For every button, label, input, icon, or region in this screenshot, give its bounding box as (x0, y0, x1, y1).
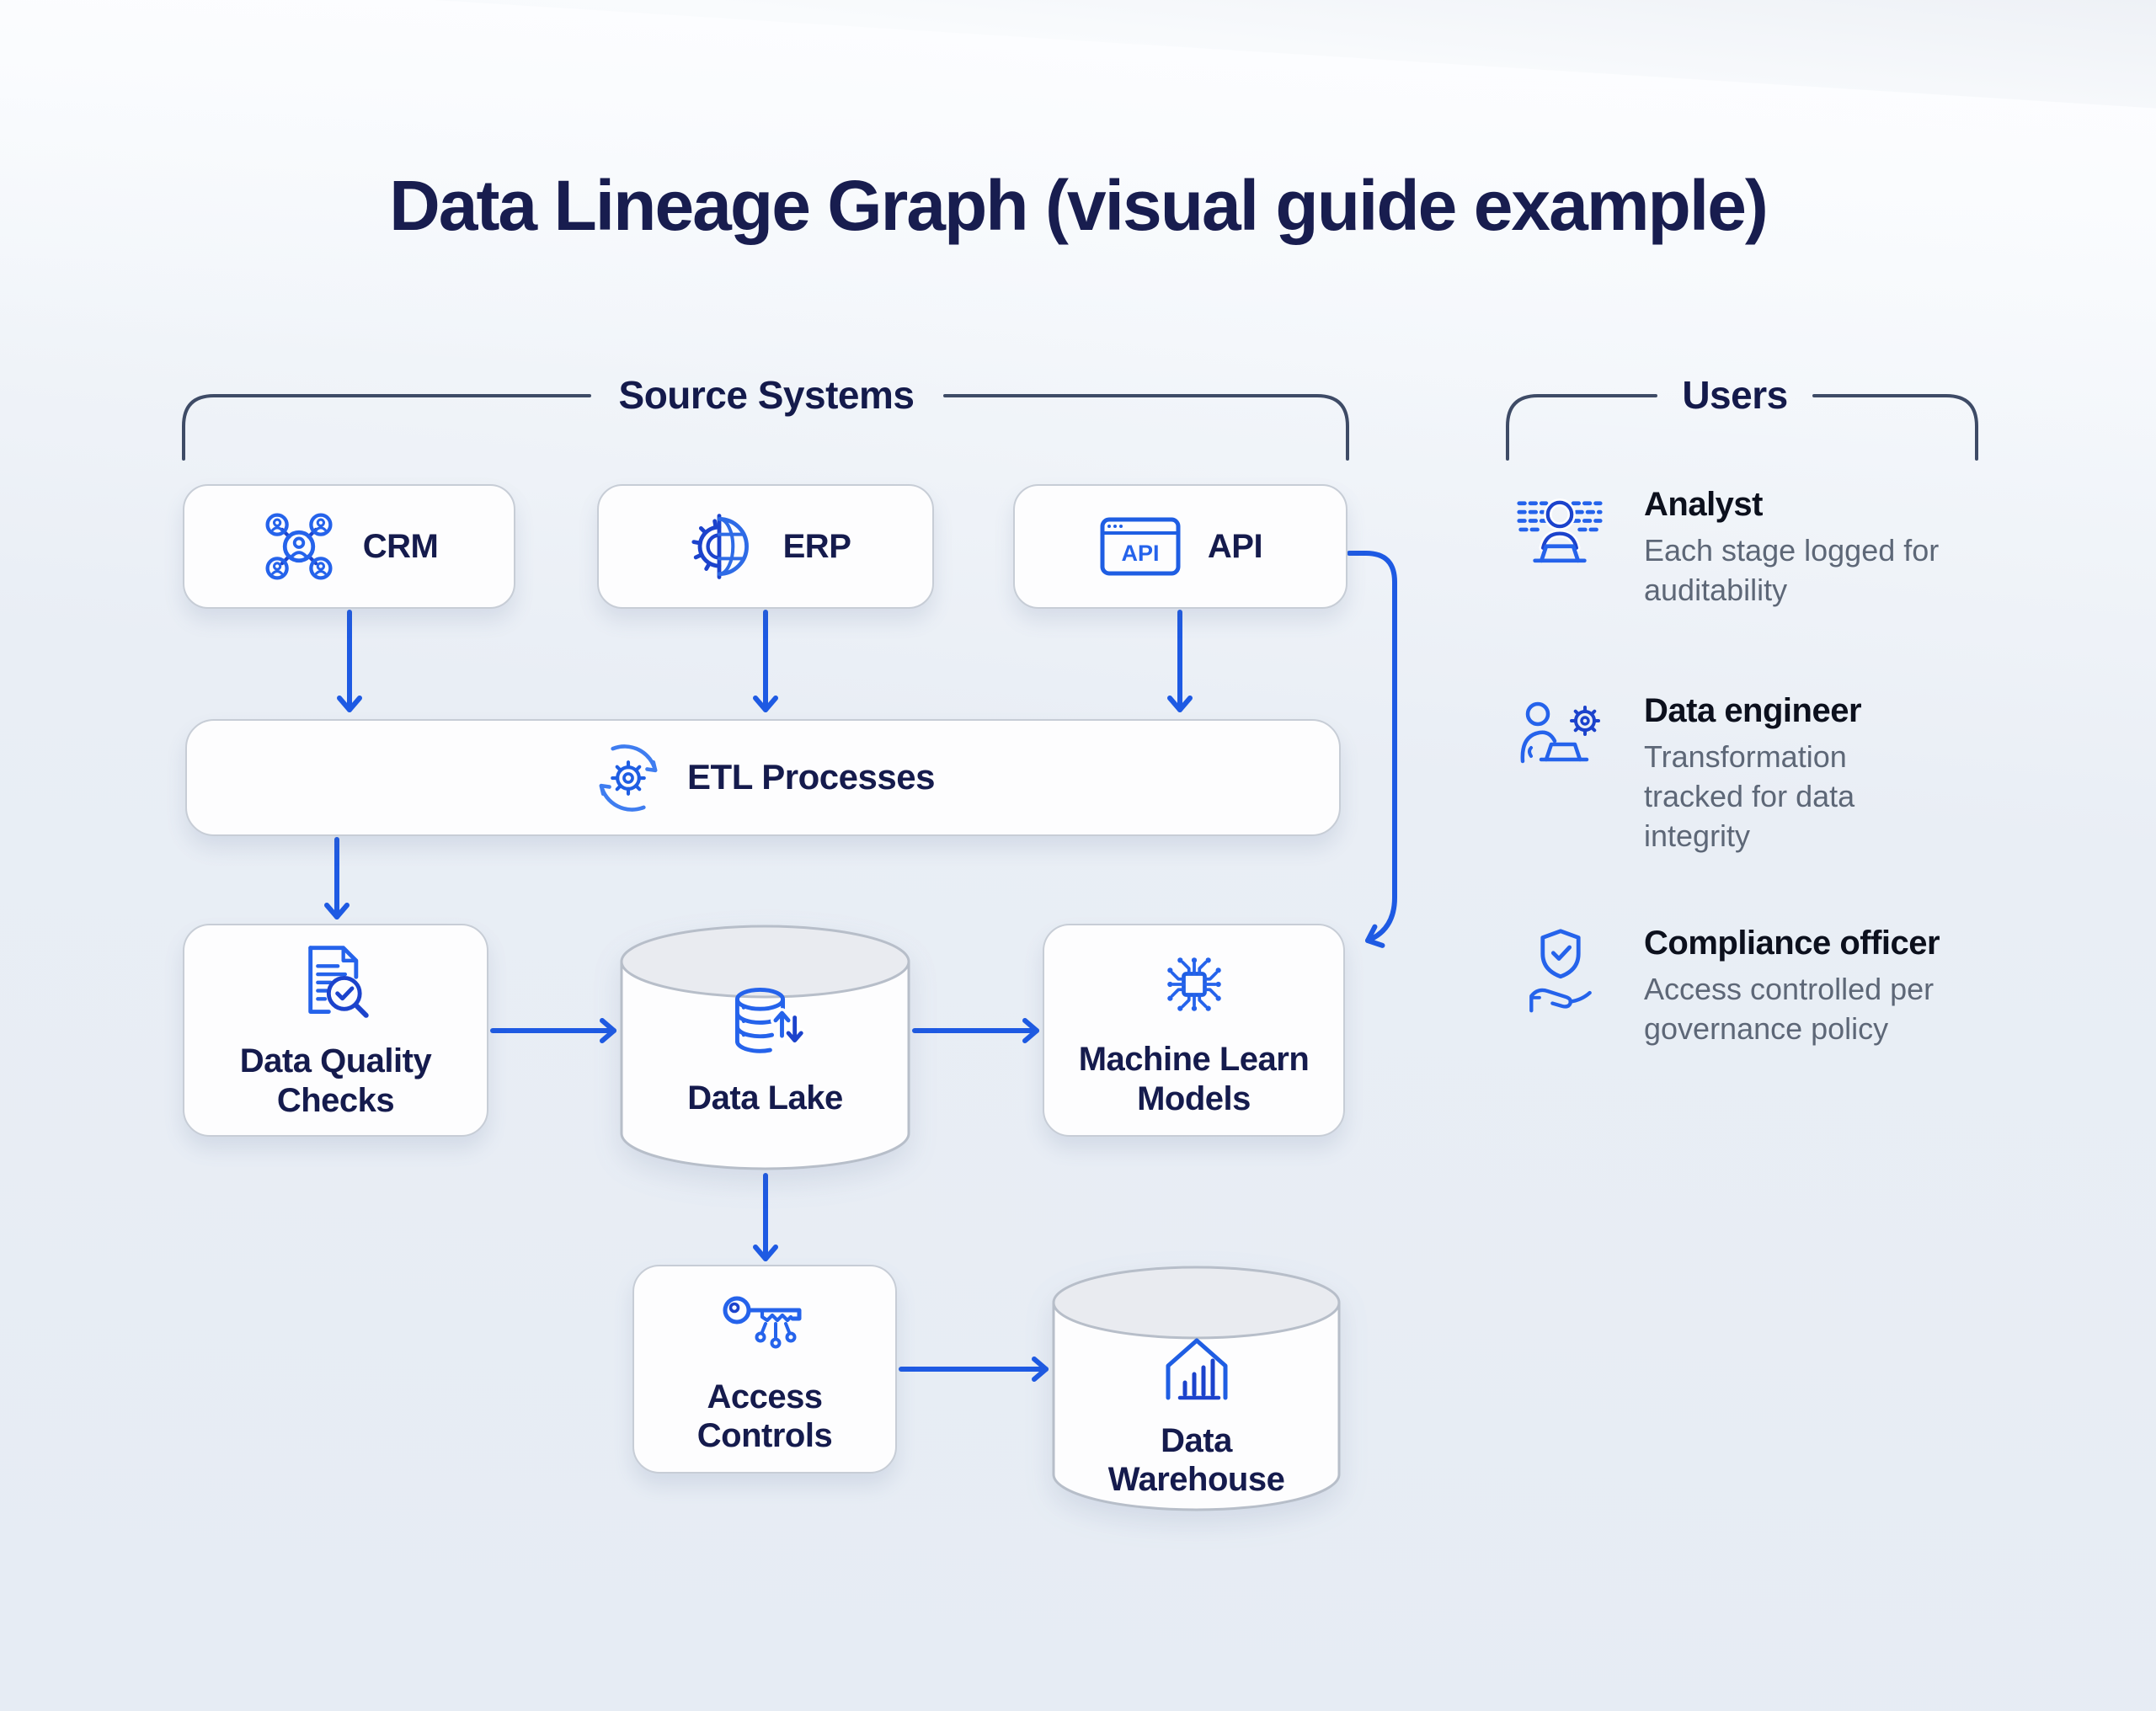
node-data-quality: Data Quality Checks (183, 924, 488, 1137)
page-title: Data Lineage Graph (visual guide example… (389, 166, 1769, 245)
node-data-lake: Data Lake (620, 924, 910, 1171)
node-data-quality-label: Data Quality Checks (239, 1042, 432, 1119)
node-crm-label: CRM (362, 527, 439, 565)
user-data-engineer: Data engineer Transformation tracked for… (1644, 692, 1972, 856)
node-erp: ERP (597, 484, 934, 609)
user-analyst: Analyst Each stage logged for auditabili… (1644, 486, 1972, 610)
node-etl: ETL Processes (185, 719, 1341, 836)
crm-icon (265, 513, 333, 580)
person-laptop-data-icon (1517, 498, 1603, 563)
source-systems-label: Source Systems (618, 373, 915, 417)
api-icon-text: API (1121, 541, 1159, 566)
node-api-label: API (1207, 527, 1263, 565)
node-api: API API (1013, 484, 1348, 609)
warehouse-chart-icon (1166, 1338, 1227, 1400)
node-ml-models: Machine Learn Models (1043, 924, 1345, 1137)
erp-icon (691, 514, 749, 579)
node-etl-label: ETL Processes (687, 757, 935, 797)
node-data-warehouse-label: Data Warehouse (1107, 1422, 1285, 1499)
data-quality-checks-icon (307, 946, 369, 1018)
node-ml-models-label: Machine Learn Models (1078, 1041, 1310, 1117)
data-lake-cylinder (620, 925, 910, 1170)
node-access-controls: Access Controls (632, 1265, 897, 1474)
users-label: Users (1682, 373, 1788, 417)
user-data-engineer-description: Transformation tracked for data integrit… (1644, 739, 1855, 854)
digital-key-icon (723, 1296, 802, 1349)
node-data-warehouse: Data Warehouse (1052, 1265, 1341, 1512)
data-lake-icon (734, 988, 806, 1053)
user-compliance-officer: Compliance officer Access controlled per… (1644, 925, 1972, 1048)
ai-chip-icon (1166, 957, 1221, 1011)
data-warehouse-cylinder (1052, 1266, 1341, 1511)
user-analyst-name: Analyst (1644, 486, 1764, 523)
user-analyst-description: Each stage logged for auditability (1644, 533, 1940, 608)
node-erp-label: ERP (782, 527, 851, 565)
user-compliance-officer-name: Compliance officer (1644, 925, 1940, 962)
shield-check-hand-icon (1529, 929, 1592, 1013)
user-compliance-officer-description: Access controlled per governance policy (1644, 972, 1935, 1047)
node-data-lake-label: Data Lake (687, 1079, 843, 1117)
arrow-api-to-models (1347, 551, 1397, 948)
etl-sync-gear-icon (599, 744, 658, 812)
api-icon: API (1100, 517, 1181, 576)
person-gear-laptop-icon (1520, 701, 1600, 764)
node-crm: CRM (183, 484, 515, 609)
node-access-controls-label: Access Controls (696, 1378, 833, 1454)
user-data-engineer-name: Data engineer (1644, 692, 1862, 729)
